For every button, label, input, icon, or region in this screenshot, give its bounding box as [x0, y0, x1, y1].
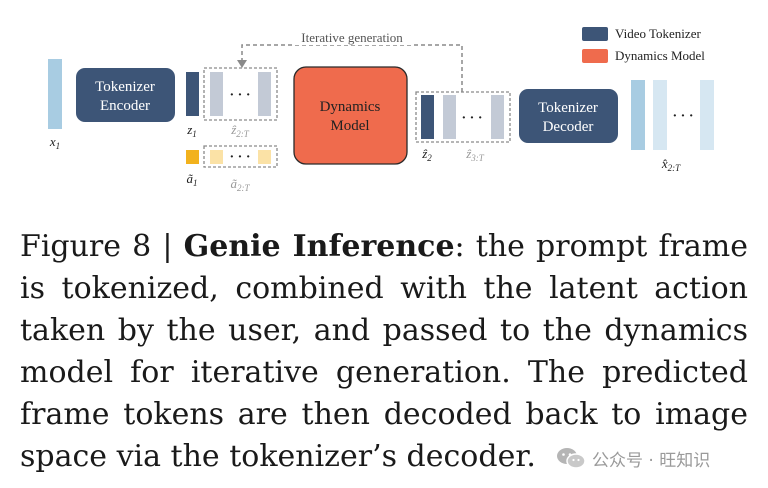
- predicted-token: [491, 95, 504, 139]
- figure-caption: Figure 8 | Genie Inference: the prompt f…: [20, 226, 748, 478]
- watermark-text: 公众号 · 旺知识: [592, 450, 711, 471]
- genie-inference-diagram: Video Tokenizer Dynamics Model Iterative…: [48, 26, 714, 193]
- dynamics-model-box: [293, 66, 408, 165]
- token-z1: [186, 72, 199, 116]
- label-a-tilde-2T: ã2:T: [230, 176, 250, 193]
- caption-prefix: Figure 8 |: [20, 229, 184, 264]
- legend-tokenizer-label: Video Tokenizer: [615, 26, 701, 41]
- tokenizer-encoder-label-2: Encoder: [100, 98, 150, 114]
- legend-dynamics-label: Dynamics Model: [615, 48, 705, 63]
- future-actions-group: [203, 145, 278, 168]
- future-token: [210, 72, 223, 116]
- label-z1: z1: [186, 122, 197, 139]
- watermark: 公众号 · 旺知识: [556, 444, 710, 472]
- iterative-loop: Iterative generation: [237, 29, 463, 92]
- loop-arrowhead: [237, 60, 247, 68]
- legend-tokenizer-swatch: [582, 27, 608, 41]
- output-frame: [631, 80, 645, 150]
- future-action: [210, 150, 223, 164]
- label-z-hat-2: ẑ2: [421, 146, 432, 163]
- dynamics-model-label-1: Dynamics: [320, 99, 381, 115]
- output-frames-dots: · · ·: [672, 109, 693, 124]
- future-actions-dots: · · ·: [229, 150, 250, 165]
- legend: Video Tokenizer Dynamics Model: [582, 26, 705, 63]
- future-action: [258, 150, 271, 164]
- action-a1: [186, 150, 199, 164]
- future-tokens-group: [203, 67, 278, 121]
- legend-dynamics-swatch: [582, 49, 608, 63]
- caption-label: Genie Inference: [183, 229, 455, 264]
- prompt-frame-x1: [48, 59, 62, 129]
- tokenizer-decoder-label-1: Tokenizer: [538, 100, 598, 116]
- output-frame: [653, 80, 667, 150]
- tokenizer-encoder-box: [76, 68, 175, 122]
- loop-label: Iterative generation: [301, 30, 403, 45]
- label-x1: x1: [49, 134, 60, 151]
- wechat-icon: [557, 448, 586, 469]
- predicted-tokens-dots: · · ·: [461, 111, 482, 126]
- dynamics-model-label-2: Model: [330, 118, 369, 134]
- future-token: [258, 72, 271, 116]
- future-tokens-dots: · · ·: [229, 88, 250, 103]
- label-z-hat-3T: ẑ3:T: [465, 146, 485, 163]
- predicted-tokens-group: [415, 91, 511, 143]
- predicted-token: [443, 95, 456, 139]
- loop-label-bg: [292, 29, 412, 45]
- tokenizer-decoder-label-2: Decoder: [543, 119, 594, 135]
- label-x-hat-2T: x̂2:T: [661, 156, 681, 173]
- label-a-tilde-1: ã1: [187, 171, 198, 188]
- label-z-hat-2T: ẑ2:T: [230, 122, 250, 139]
- tokenizer-encoder-label-1: Tokenizer: [95, 79, 155, 95]
- tokenizer-decoder-box: [519, 89, 618, 143]
- predicted-token-z2: [421, 95, 434, 139]
- output-frame: [700, 80, 714, 150]
- caption-text: : the prompt frame is tokenized, combine…: [20, 229, 748, 474]
